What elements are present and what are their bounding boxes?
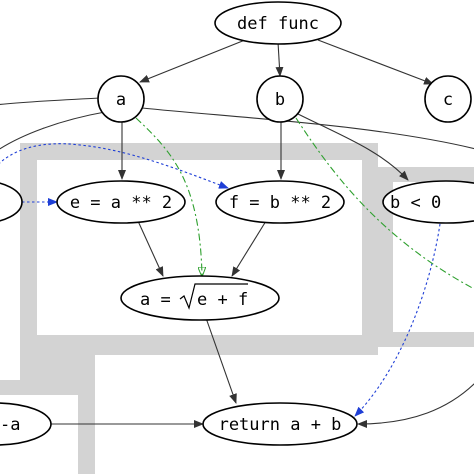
edge-blue-bcond-to-return <box>354 223 441 417</box>
node-a-assign[interactable]: a = e + f <box>120 275 280 321</box>
edge-def-to-a <box>139 39 246 83</box>
node-return[interactable]: return a + b <box>202 402 358 446</box>
node-a-assign-prefix: a = <box>140 290 171 310</box>
node-neg-a-label: -a <box>0 415 20 435</box>
node-f-assign[interactable]: f = b ** 2 <box>215 180 345 224</box>
node-b-cond[interactable]: b < 0 <box>382 180 474 224</box>
node-c-label: c <box>443 90 453 110</box>
edge-b-to-bcond <box>297 113 409 181</box>
node-a[interactable]: a <box>97 75 145 123</box>
solid-edges <box>0 39 474 428</box>
edge-green-b-to-right <box>295 117 474 290</box>
node-neg-a[interactable]: -a <box>0 402 52 446</box>
edge-f-to-aassign <box>231 220 267 277</box>
node-c[interactable]: c <box>424 75 472 123</box>
control-flow-edges <box>0 143 441 417</box>
node-def-func-label: def func <box>237 14 319 34</box>
edge-a-to-right <box>141 107 474 150</box>
node-a-assign-radicand: e + f <box>197 290 248 310</box>
node-b-label: b <box>275 90 285 110</box>
edge-a-to-left-1 <box>0 97 101 106</box>
edge-e-to-aassign <box>137 220 164 277</box>
edge-aassign-to-return <box>205 317 237 404</box>
data-flow-edges <box>135 117 474 290</box>
node-f-assign-label: f = b ** 2 <box>229 193 331 213</box>
node-def-func[interactable]: def func <box>214 1 342 45</box>
edge-green-a-to-aassign <box>135 117 202 276</box>
node-a-label: a <box>116 90 126 110</box>
edge-a-to-left-2 <box>0 111 106 150</box>
node-return-label: return a + b <box>219 415 342 435</box>
node-b[interactable]: b <box>256 75 304 123</box>
edge-def-to-c <box>317 39 434 85</box>
edge-def-to-b <box>275 41 284 77</box>
node-b-cond-label: b < 0 <box>390 193 441 213</box>
node-left-partial[interactable] <box>0 181 23 223</box>
edge-blue-a-to-f <box>0 143 229 189</box>
edge-right-to-return <box>357 383 474 428</box>
sqrt-symbol <box>179 283 248 310</box>
node-e-assign-label: e = a ** 2 <box>70 193 172 213</box>
node-e-assign[interactable]: e = a ** 2 <box>56 180 186 224</box>
